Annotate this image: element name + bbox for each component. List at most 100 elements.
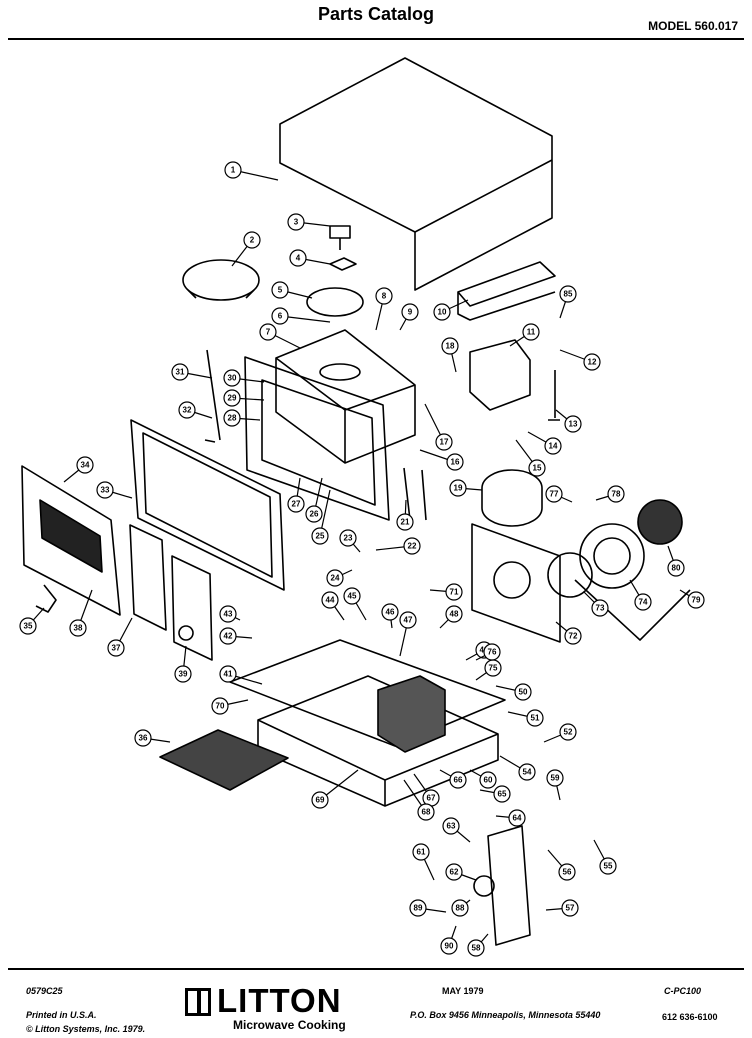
callout-circle [583,353,601,371]
outer-cabinet [279,57,553,291]
callout-number: 66 [454,776,463,785]
callout-circle [271,281,289,299]
callout-48: 48 [439,605,463,629]
callout-circle [433,303,451,321]
callout-number: 90 [445,942,454,951]
front-plate [244,356,390,521]
callout-number: 47 [404,616,413,625]
callout-number: 51 [531,714,540,723]
waveguide-cover [457,261,556,321]
callout-circle [178,401,196,419]
callout-90: 90 [440,925,458,955]
callout-circle [561,899,579,917]
callout-number: 25 [316,532,325,541]
callout-number: 31 [176,368,185,377]
stirrer-blade [306,287,364,317]
callout-circle [441,337,459,355]
callout-number: 21 [401,518,410,527]
callout-circle [375,287,393,305]
callout-circle [545,485,563,503]
callout-16: 16 [419,449,464,471]
callout-71: 71 [429,583,463,601]
blower-housing [481,469,543,527]
callout-circle [311,791,329,809]
callout-54: 54 [499,755,536,781]
callout-circle [451,899,469,917]
callout-number: 45 [348,592,357,601]
callout-60: 60 [469,769,497,789]
callout-number: 32 [183,406,192,415]
callout-number: 14 [549,442,558,451]
callout-46: 46 [381,603,399,629]
callout-number: 6 [278,312,283,321]
base-plate [229,639,506,747]
callout-circle [396,513,414,531]
callout-17: 17 [424,403,453,451]
callout-number: 71 [450,588,459,597]
callout-circle [223,409,241,427]
rear-panel [471,523,561,643]
doc-number: 0579C25 [26,986,63,996]
coupler [329,257,357,271]
callout-number: 89 [414,904,423,913]
callout-number: 22 [408,542,417,551]
callout-78: 78 [595,485,625,503]
callout-number: 58 [472,944,481,953]
callout-number: 77 [550,490,559,499]
callout-circle [211,697,229,715]
callout-number: 78 [612,490,621,499]
callout-circle [467,939,485,957]
callout-number: 24 [331,574,340,583]
callout-circle [546,769,564,787]
callout-51: 51 [507,709,544,727]
magnetron [469,339,531,411]
callout-number: 29 [228,394,237,403]
callout-circle [440,937,458,955]
callout-circle [339,529,357,547]
callout-circle [287,495,305,513]
callout-72: 72 [555,621,582,645]
callout-circle [76,456,94,474]
callout-circle [289,249,307,267]
control-panel-overlay [171,555,213,661]
callout-number: 7 [266,328,271,337]
callout-number: 3 [294,218,299,227]
callout-10: 10 [433,299,469,321]
callout-number: 18 [446,342,455,351]
callout-number: 85 [564,290,573,299]
callout-circle [599,857,617,875]
callout-number: 27 [292,500,301,509]
callout-number: 80 [672,564,681,573]
callout-58: 58 [467,933,489,957]
callout-circle [564,415,582,433]
stirrer-motor [329,225,351,250]
callout-circle [69,619,87,637]
callout-24: 24 [326,569,353,587]
callout-circle [224,161,242,179]
callout-number: 35 [24,622,33,631]
callout-circle [305,505,323,523]
callout-13: 13 [555,409,582,433]
callout-31: 31 [171,363,213,381]
callout-circle [259,323,277,341]
callout-number: 39 [179,670,188,679]
callout-circle [687,591,705,609]
callout-4: 4 [289,249,331,267]
callout-circle [446,453,464,471]
callout-number: 36 [139,734,148,743]
callout-circle [107,639,125,657]
callout-61: 61 [412,843,435,881]
catalog-code: C-PC100 [664,986,702,996]
callout-number: 68 [422,808,431,817]
callout-circle [243,231,261,249]
callout-68: 68 [403,779,435,821]
callout-6: 6 [271,307,331,325]
callout-64: 64 [495,809,526,827]
litton-logo: LITTON Microwave Cooking [185,982,370,1034]
callout-circle [321,591,339,609]
callout-number: 61 [417,848,426,857]
callout-37: 37 [107,617,133,657]
callout-number: 65 [498,790,507,799]
brand-name: LITTON [217,982,342,1019]
callout-number: 33 [101,486,110,495]
